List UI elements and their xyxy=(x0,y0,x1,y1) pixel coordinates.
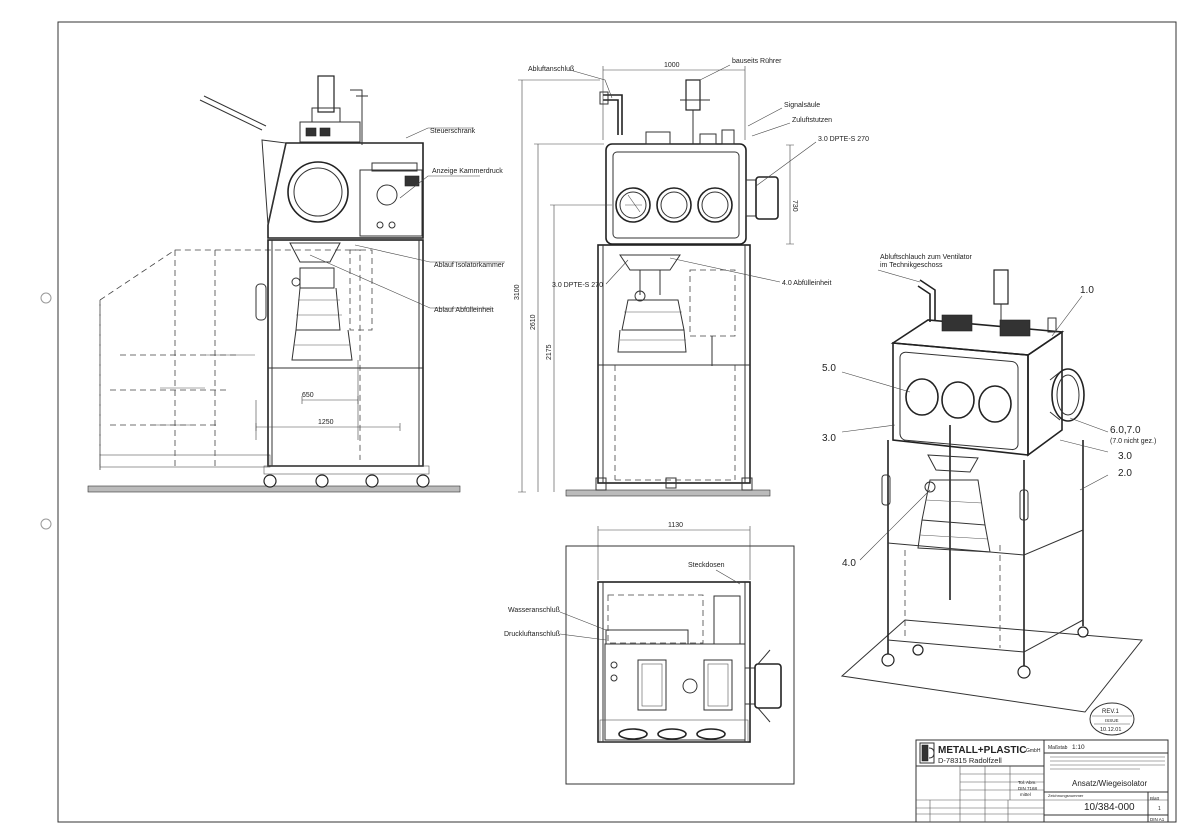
dim-1000: 1000 xyxy=(664,62,680,69)
revision-issue: ISSUE xyxy=(1105,718,1119,723)
revision-label: REV.1 xyxy=(1102,709,1119,715)
dim-730: 730 xyxy=(791,200,798,212)
dim-650: 650 xyxy=(302,392,314,399)
tb-scale: 1:10 xyxy=(1072,744,1085,751)
tb-company-suffix: GmbH xyxy=(1026,748,1041,754)
tb-norm: DIN 7168 xyxy=(1018,786,1038,791)
sheet-border xyxy=(57,21,1177,823)
tb-norm-sub: mittel xyxy=(1020,792,1031,797)
tb-zeichnungsnummer-label: Zeichnungsnummer xyxy=(1048,793,1084,798)
label-abluftschlauch-1: Abluftschlauch zum Ventilator xyxy=(880,254,972,261)
callout-3-0-right: 3.0 xyxy=(1118,451,1132,462)
side-view xyxy=(87,75,505,493)
dim-1130: 1130 xyxy=(668,522,683,529)
label-ablauf-abfuelleinheit: Ablauf Abfülleinheit xyxy=(434,307,494,314)
label-wasseranschluss: Wasseranschluß xyxy=(508,607,560,614)
revision-stamp xyxy=(1089,702,1135,736)
dim-3100: 3100 xyxy=(514,284,521,300)
punch-hole-top xyxy=(40,292,52,304)
dim-2175: 2175 xyxy=(546,344,553,360)
label-steckdosen: Steckdosen xyxy=(688,562,725,569)
label-bauseits-ruehrer: bauseits Rührer xyxy=(732,58,782,65)
label-steuerschrank: Steuerschrank xyxy=(430,128,476,135)
top-view xyxy=(559,526,795,785)
callout-2-0: 2.0 xyxy=(1118,468,1132,479)
tb-title: Ansatz/Wiegeisolator xyxy=(1072,779,1147,788)
callout-1-0: 1.0 xyxy=(1080,285,1094,296)
tb-format: DIN A1 xyxy=(1150,817,1165,822)
label-anzeige-kammerdruck: Anzeige Kammerdruck xyxy=(432,168,503,175)
tb-drawing-number: 10/384-000 xyxy=(1084,802,1135,813)
callout-3-0-left: 3.0 xyxy=(822,433,836,444)
label-ablauf-isolatorkammer: Ablauf Isolatorkammer xyxy=(434,262,505,269)
label-zuluftstutzen: Zuluftstutzen xyxy=(792,117,832,124)
revision-date: 10.12.01 xyxy=(1100,727,1121,733)
callout-4-0: 4.0 xyxy=(842,558,856,569)
dim-2610: 2610 xyxy=(530,314,537,330)
tb-sheet-label: Blatt xyxy=(1150,796,1160,801)
label-abluftanschluss: Abluftanschluß xyxy=(528,66,574,73)
callout-6-0-7-0: 6.0,7.0 xyxy=(1110,425,1141,436)
tb-address: D-78315 Radolfzell xyxy=(938,756,1002,765)
title-block xyxy=(915,739,1169,823)
callout-5-0: 5.0 xyxy=(822,363,836,374)
tb-company: METALL+PLASTIC xyxy=(938,745,1026,756)
label-abluftschlauch-2: im Technikgeschoss xyxy=(880,262,943,269)
label-dpte-right: 3.0 DPTE-S 270 xyxy=(818,136,869,143)
label-abfuelleinheit-40: 4.0 Abfülleinheit xyxy=(782,280,831,287)
tb-tolerance-label: Tol. Abm. xyxy=(1018,780,1037,785)
callout-6-0-7-0-note: (7.0 nicht gez.) xyxy=(1110,438,1156,445)
dim-1250: 1250 xyxy=(318,419,334,426)
front-view xyxy=(518,64,817,497)
punch-hole-bottom xyxy=(40,518,52,530)
label-druckluftanschluss: Druckluftanschluß xyxy=(504,631,560,638)
tb-sheet-number: 1 xyxy=(1158,806,1161,812)
label-signalsaeule: Signalsäule xyxy=(784,102,820,109)
label-dpte-left: 3.0 DPTE-S 270 xyxy=(552,282,603,289)
isometric-view xyxy=(840,269,1143,713)
tb-scale-label: Maßstab xyxy=(1048,745,1068,751)
